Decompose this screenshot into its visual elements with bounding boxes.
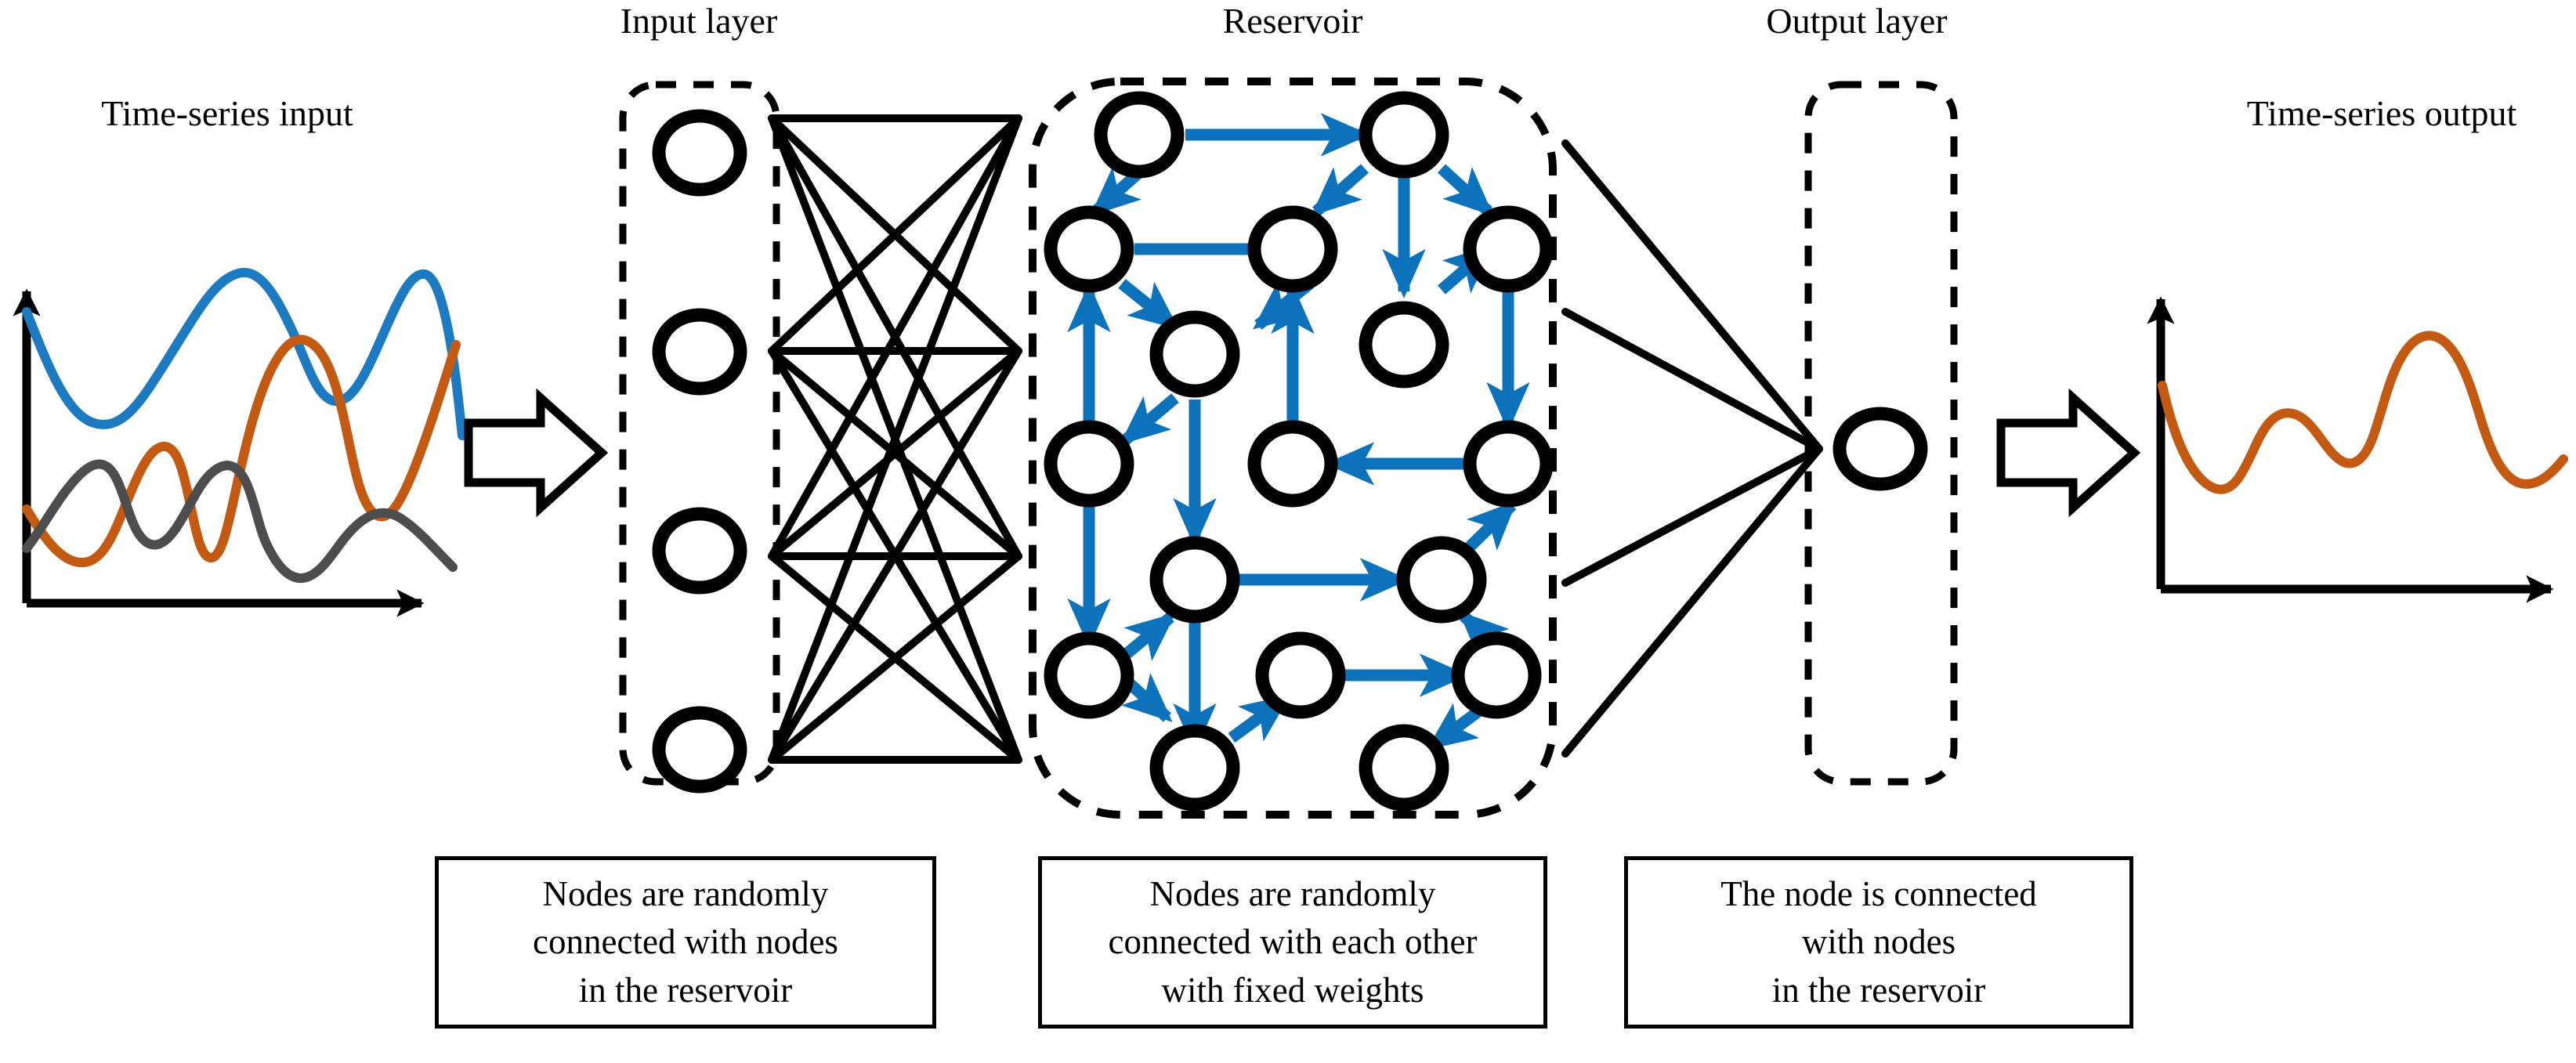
reservoir-node bbox=[1396, 536, 1487, 624]
output-layer-title: Output layer bbox=[1766, 1, 1948, 41]
reservoir-caption-box: Nodes are randomly connected with each o… bbox=[1038, 856, 1547, 1029]
output-caption-text: The node is connected with nodes in the … bbox=[1720, 874, 2037, 1010]
input-node bbox=[652, 109, 747, 197]
input-node bbox=[652, 507, 747, 595]
input-layer-group bbox=[619, 81, 780, 794]
time-series-input-chart bbox=[13, 267, 467, 617]
reservoir-node bbox=[1247, 420, 1338, 508]
reservoir-arrow bbox=[1311, 164, 1369, 216]
reservoir-node bbox=[1149, 536, 1240, 624]
input-to-network-arrow bbox=[464, 388, 609, 518]
input-layer-title: Input layer bbox=[620, 1, 778, 41]
reservoir-node bbox=[1149, 310, 1240, 398]
output-node bbox=[1833, 407, 1928, 491]
reservoir-node bbox=[1044, 420, 1134, 508]
output-layer-dashed-box bbox=[1804, 81, 1958, 786]
reservoir-node bbox=[1044, 205, 1134, 293]
output-chart-title: Time-series output bbox=[2246, 93, 2517, 133]
reservoir-caption-text: Nodes are randomly connected with each o… bbox=[1108, 874, 1478, 1010]
reservoir-node bbox=[1094, 91, 1185, 179]
reservoir-node bbox=[1255, 631, 1346, 719]
input-series-blue bbox=[22, 267, 467, 440]
reservoir-node bbox=[1451, 631, 1542, 719]
input-caption-text: Nodes are randomly connected with nodes … bbox=[533, 874, 838, 1010]
reservoir-arrow bbox=[1437, 164, 1494, 216]
reservoir-node bbox=[1359, 724, 1449, 812]
input-chart-axes bbox=[13, 288, 425, 617]
input-to-reservoir-connections bbox=[768, 114, 1022, 764]
input-series-orange bbox=[22, 334, 461, 568]
reservoir-arrow bbox=[1118, 279, 1179, 330]
reservoir-node bbox=[1359, 91, 1449, 179]
input-node bbox=[652, 308, 747, 396]
reservoir-arrow bbox=[1120, 393, 1179, 445]
reservoir-nodes bbox=[1044, 91, 1554, 812]
output-chart-axes bbox=[2147, 296, 2554, 603]
reservoir-arrows bbox=[1067, 113, 1530, 753]
input-chart-title: Time-series input bbox=[101, 93, 353, 133]
output-layer-group bbox=[1804, 81, 1958, 786]
reservoir-node bbox=[1149, 724, 1240, 812]
input-series-gray bbox=[22, 459, 458, 583]
reservoir-node bbox=[1044, 631, 1134, 719]
reservoir-node bbox=[1359, 301, 1449, 389]
output-series-orange bbox=[2158, 331, 2568, 494]
time-series-output-chart bbox=[2147, 296, 2568, 603]
reservoir-dashed-box bbox=[1029, 78, 1557, 819]
input-node bbox=[652, 706, 747, 794]
reservoir-to-output-connections bbox=[1561, 139, 1823, 757]
input-caption-box: Nodes are randomly connected with nodes … bbox=[435, 856, 936, 1029]
reservoir-node bbox=[1463, 205, 1554, 293]
reservoir-node bbox=[1247, 205, 1338, 293]
reservoir-arrow bbox=[1426, 703, 1485, 751]
reservoir-node bbox=[1463, 420, 1554, 508]
reservoir-arrow bbox=[1465, 500, 1518, 551]
reservoir-title: Reservoir bbox=[1222, 1, 1363, 41]
network-to-output-arrow bbox=[1996, 388, 2141, 518]
output-caption-box: The node is connected with nodes in the … bbox=[1624, 856, 2133, 1029]
reservoir-arrow bbox=[1120, 613, 1176, 661]
